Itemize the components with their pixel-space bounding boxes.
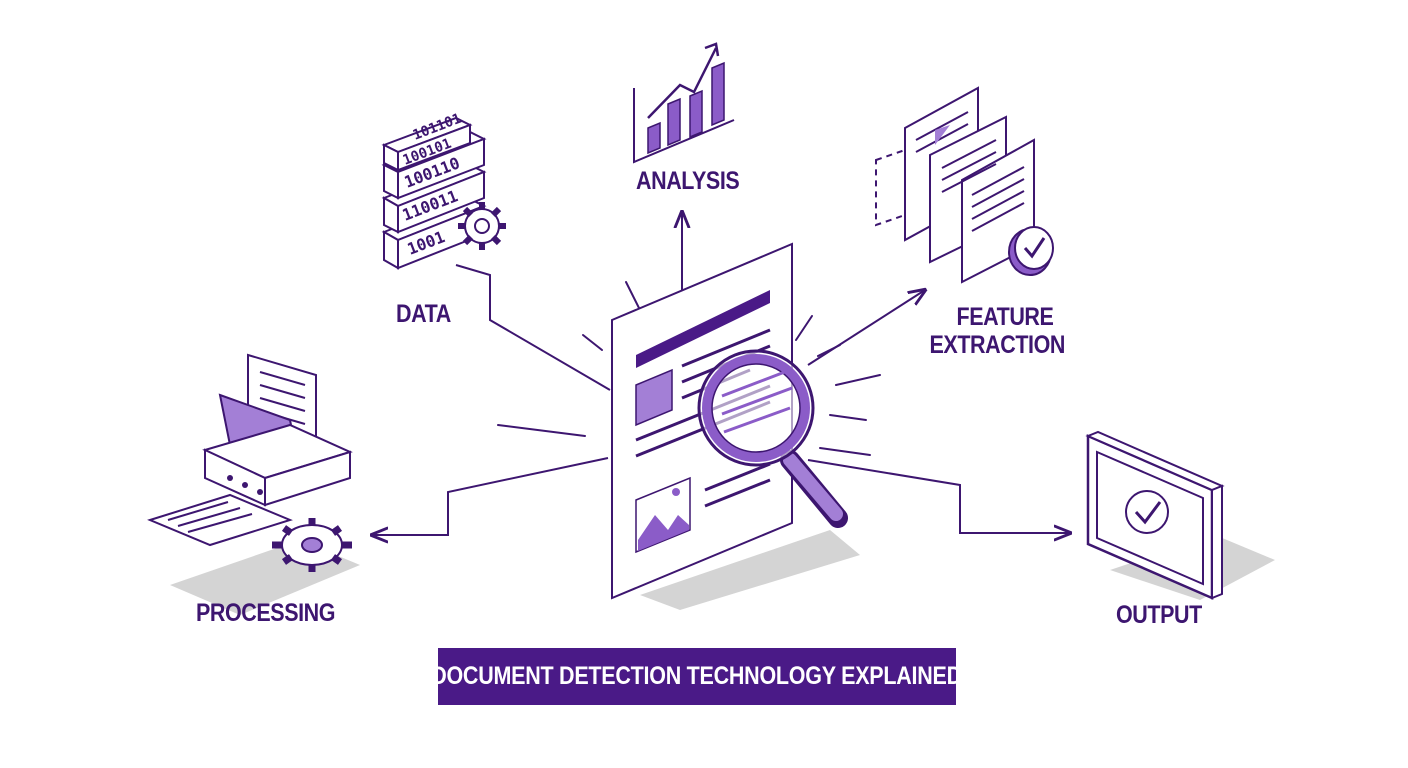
- gear-icon: [272, 518, 352, 572]
- feature-extraction-label-line2: EXTRACTION: [929, 331, 1066, 359]
- connector-feature: [807, 290, 925, 366]
- monitor-check-icon: [1085, 430, 1275, 600]
- diagram-title: DOCUMENT DETECTION TECHNOLOGY EXPLAINED: [431, 662, 963, 690]
- connectors: [372, 212, 1070, 535]
- documents-stack-icon: [875, 86, 1054, 284]
- burst-lines: [497, 281, 881, 456]
- gear-icon: [458, 202, 506, 250]
- output-label: OUTPUT: [1116, 601, 1202, 629]
- connector-output: [807, 459, 1070, 533]
- connector-processing: [372, 457, 609, 535]
- magnifier-icon: [697, 349, 848, 528]
- data-label: DATA: [396, 300, 451, 328]
- feature-extraction-label-line1: FEATURE: [956, 303, 1054, 331]
- analysis-label: ANALYSIS: [636, 167, 740, 195]
- title-banner: DOCUMENT DETECTION TECHNOLOGY EXPLAINED: [432, 648, 963, 705]
- processing-label: PROCESSING: [196, 599, 336, 627]
- printer-icon: [147, 353, 360, 615]
- bar-chart-icon: [633, 42, 735, 164]
- binary-data-icon: 1001 110011 100110 100101 101101: [381, 111, 506, 270]
- connector-data: [455, 264, 611, 391]
- feature-extraction-label: FEATURE EXTRACTION: [930, 303, 1066, 359]
- check-circle-icon: [1008, 226, 1054, 276]
